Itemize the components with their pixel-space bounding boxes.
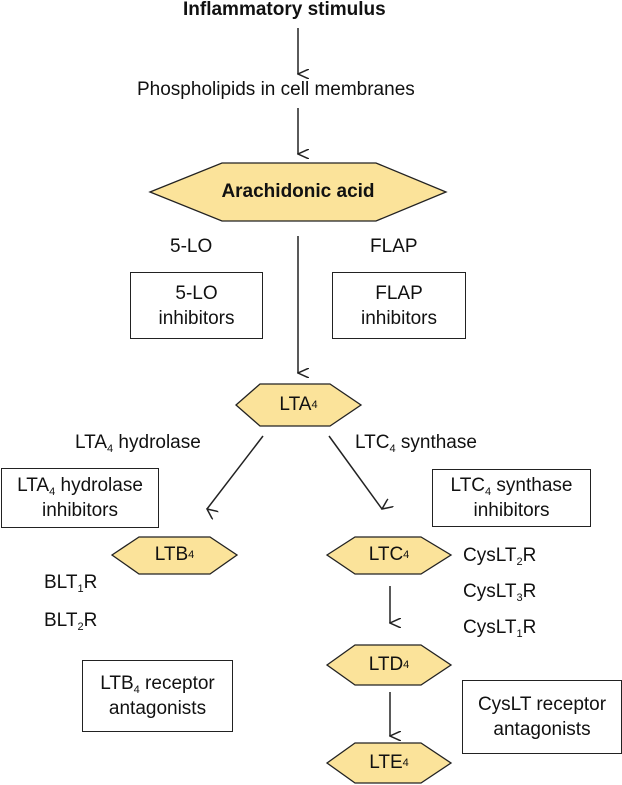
text: CysLT <box>463 545 517 566</box>
box-line: LTB4 receptor <box>100 671 215 696</box>
lte4-base: LTE <box>369 752 403 773</box>
arrow-lta4-to-ltb4 <box>207 435 264 509</box>
enzyme-flap: FLAP <box>370 236 418 257</box>
receptor-blt1r: BLT1R <box>44 572 98 595</box>
box-line: CysLT receptor <box>477 694 607 715</box>
receptor-cyslt1r: CysLT1R <box>463 617 537 640</box>
node-ltd4 <box>325 644 453 686</box>
text: receptor <box>139 673 215 694</box>
receptor-cyslt2r: CysLT2R <box>463 545 537 568</box>
ltd4-base: LTD <box>368 654 404 675</box>
box-line: inhibitors <box>41 500 119 521</box>
subscript: 3 <box>516 592 523 604</box>
text: BLT <box>44 610 78 631</box>
node-ltb4 <box>110 536 239 575</box>
text: LTB <box>100 673 134 694</box>
text: hydrolase <box>55 475 143 496</box>
enzyme-ltc4-synthase: LTC4 synthase <box>355 432 477 455</box>
text: R <box>522 617 537 638</box>
node-lte4 <box>325 742 453 784</box>
box-lta4-hydrolase-inhibitors: LTA4 hydrolase inhibitors <box>1 468 159 528</box>
receptor-blt2r: BLT2R <box>44 610 98 633</box>
box-line: 5-LO <box>175 282 218 304</box>
box-line: inhibitors <box>473 500 550 521</box>
box-line: LTC4 synthase <box>451 473 573 498</box>
subscript: 4 <box>107 443 114 455</box>
enzyme-lta4-hydrolase: LTA4 hydrolase <box>75 432 201 455</box>
text: LTC <box>450 475 486 496</box>
box-line: FLAP <box>375 282 423 304</box>
subscript: 4 <box>133 684 140 696</box>
subscript: 1 <box>516 628 523 640</box>
subscript: 4 <box>485 486 492 498</box>
enzyme-5-lo: 5-LO <box>170 236 213 257</box>
subscript: 2 <box>516 556 523 568</box>
ltb4-base: LTB <box>154 544 189 565</box>
text: LTC <box>355 432 390 453</box>
box-line: LTA4 hydrolase <box>17 473 143 498</box>
subscript: 4 <box>389 443 396 455</box>
box-5-lo-inhibitors: 5-LO inhibitors <box>130 272 263 339</box>
subscript: 4 <box>49 486 56 498</box>
box-ltc4-synthase-inhibitors: LTC4 synthase inhibitors <box>432 469 591 527</box>
ltc4-base: LTC <box>368 544 404 565</box>
text: R <box>522 581 537 602</box>
label-phospholipids: Phospholipids in cell membranes <box>137 79 415 100</box>
subscript: 1 <box>77 583 84 595</box>
text: synthase <box>395 432 477 453</box>
title-inflammatory-stimulus: Inflammatory stimulus <box>183 0 386 20</box>
text: CysLT <box>463 617 517 638</box>
text: LTA <box>75 432 108 453</box>
label-arachidonic-acid: Arachidonic acid <box>221 181 375 202</box>
box-ltb4-receptor-antagonists: LTB4 receptor antagonists <box>82 660 233 732</box>
text: synthase <box>491 475 573 496</box>
text: BLT <box>44 572 78 593</box>
text: CysLT <box>463 581 517 602</box>
text: R <box>83 610 98 631</box>
node-ltc4 <box>325 536 453 575</box>
arrow-lta4-to-ltc4 <box>328 435 382 509</box>
text: LTA <box>17 475 50 496</box>
box-line: antagonists <box>493 719 591 740</box>
text: R <box>522 545 537 566</box>
node-arachidonic-acid <box>148 162 448 222</box>
box-line: antagonists <box>108 698 207 719</box>
receptor-cyslt3r: CysLT3R <box>463 581 537 604</box>
box-line: inhibitors <box>158 307 235 329</box>
lta4-base: LTA <box>279 394 312 415</box>
box-cyslt-receptor-antagonists: CysLT receptor antagonists <box>462 680 622 754</box>
subscript: 2 <box>77 621 84 633</box>
box-line: inhibitors <box>360 307 438 329</box>
node-lta4 <box>235 383 363 427</box>
text: hydrolase <box>113 432 201 453</box>
text: R <box>83 572 98 593</box>
box-flap-inhibitors: FLAP inhibitors <box>332 272 466 339</box>
